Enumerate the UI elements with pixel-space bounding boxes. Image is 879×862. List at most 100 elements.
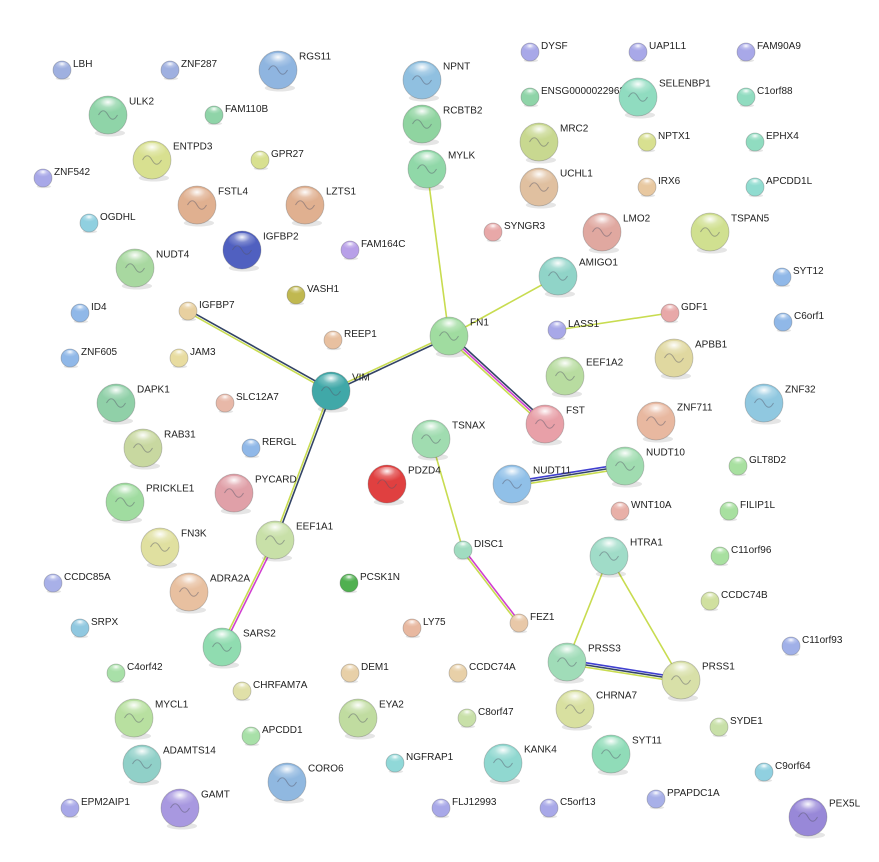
- node-ccdc74b[interactable]: CCDC74B: [700, 590, 768, 612]
- node-igfbp7[interactable]: IGFBP7: [178, 300, 235, 322]
- node-nudt10[interactable]: NUDT10: [605, 446, 685, 488]
- node-rgs11[interactable]: RGS11: [258, 50, 331, 92]
- node-irx6[interactable]: IRX6: [637, 176, 681, 198]
- node-znf287[interactable]: ZNF287: [160, 59, 218, 81]
- node-syngr3[interactable]: SYNGR3: [483, 221, 546, 243]
- node-syt12[interactable]: SYT12: [772, 266, 824, 288]
- node-coro6[interactable]: CORO6: [267, 762, 344, 804]
- node-jam3[interactable]: JAM3: [169, 347, 216, 369]
- node-fez1[interactable]: FEZ1: [509, 612, 555, 634]
- node-rcbtb2[interactable]: RCBTB2: [402, 104, 483, 146]
- node-apbb1[interactable]: APBB1: [654, 338, 728, 380]
- node-pcsk1n[interactable]: PCSK1N: [339, 572, 400, 594]
- node-kank4[interactable]: KANK4: [483, 743, 557, 785]
- node-prickle1[interactable]: PRICKLE1: [105, 482, 195, 524]
- node-ensg00000229631[interactable]: ENSG00000229631: [520, 86, 631, 108]
- node-ngfrap1[interactable]: NGFRAP1: [385, 752, 454, 774]
- node-srpx[interactable]: SRPX: [70, 617, 119, 639]
- node-nudt11[interactable]: NUDT11: [492, 464, 572, 506]
- node-selenbp1[interactable]: SELENBP1: [618, 77, 711, 119]
- node-sars2[interactable]: SARS2: [202, 627, 276, 669]
- node-apcdd1l[interactable]: APCDD1L: [745, 176, 813, 198]
- node-dem1[interactable]: DEM1: [340, 662, 389, 684]
- node-c1orf88[interactable]: C1orf88: [736, 86, 793, 108]
- node-fn1[interactable]: FN1: [429, 316, 489, 358]
- node-znf711[interactable]: ZNF711: [636, 401, 713, 443]
- node-fstl4[interactable]: FSTL4: [177, 185, 248, 227]
- node-pycard[interactable]: PYCARD: [214, 473, 297, 515]
- node-rab31[interactable]: RAB31: [123, 428, 196, 470]
- node-c11orf93[interactable]: C11orf93: [781, 635, 843, 657]
- node-npnt[interactable]: NPNT: [402, 60, 470, 102]
- node-flj12993[interactable]: FLJ12993: [431, 797, 497, 819]
- node-prss1[interactable]: PRSS1: [661, 660, 735, 702]
- node-znf542[interactable]: ZNF542: [33, 167, 91, 189]
- node-disc1[interactable]: DISC1: [453, 539, 504, 561]
- node-vim[interactable]: VIM: [311, 371, 370, 413]
- node-adamts14[interactable]: ADAMTS14: [122, 744, 216, 786]
- node-ly75[interactable]: LY75: [402, 617, 446, 639]
- node-prss3[interactable]: PRSS3: [547, 642, 621, 684]
- node-glt8d2[interactable]: GLT8D2: [728, 455, 786, 477]
- node-znf605[interactable]: ZNF605: [60, 347, 118, 369]
- node-amigo1[interactable]: AMIGO1: [538, 256, 618, 298]
- node-eef1a1[interactable]: EEF1A1: [255, 520, 334, 562]
- node-tspan5[interactable]: TSPAN5: [690, 212, 770, 254]
- node-wnt10a[interactable]: WNT10A: [610, 500, 672, 522]
- node-c5orf13[interactable]: C5orf13: [539, 797, 596, 819]
- node-lbh[interactable]: LBH: [52, 59, 92, 81]
- node-fam110b[interactable]: FAM110B: [204, 104, 268, 126]
- node-chrfam7a[interactable]: CHRFAM7A: [232, 680, 308, 702]
- node-mycl1[interactable]: MYCL1: [114, 698, 189, 740]
- node-c4orf42[interactable]: C4orf42: [106, 662, 163, 684]
- node-gdf1[interactable]: GDF1: [660, 302, 708, 324]
- node-gamt[interactable]: GAMT: [160, 788, 230, 830]
- node-pex5l[interactable]: PEX5L: [788, 797, 861, 839]
- node-entpd3[interactable]: ENTPD3: [132, 140, 213, 182]
- node-epm2aip1[interactable]: EPM2AIP1: [60, 797, 130, 819]
- node-c6orf1[interactable]: C6orf1: [773, 311, 824, 333]
- node-htra1[interactable]: HTRA1: [589, 536, 663, 578]
- node-c8orf47[interactable]: C8orf47: [457, 707, 514, 729]
- node-syde1[interactable]: SYDE1: [709, 716, 763, 738]
- node-chrna7[interactable]: CHRNA7: [555, 689, 638, 731]
- node-ppapdc1a[interactable]: PPAPDC1A: [646, 788, 720, 810]
- node-nptx1[interactable]: NPTX1: [637, 131, 691, 153]
- node-apcdd1[interactable]: APCDD1: [241, 725, 303, 747]
- node-ccdc85a[interactable]: CCDC85A: [43, 572, 111, 594]
- node-eef1a2[interactable]: EEF1A2: [545, 356, 624, 398]
- node-slc12a7[interactable]: SLC12A7: [215, 392, 279, 414]
- node-fam90a9[interactable]: FAM90A9: [736, 41, 801, 63]
- node-ccdc74a[interactable]: CCDC74A: [448, 662, 516, 684]
- node-fst[interactable]: FST: [525, 404, 585, 446]
- node-mrc2[interactable]: MRC2: [519, 122, 589, 164]
- node-reep1[interactable]: REEP1: [323, 329, 377, 351]
- node-nudt4[interactable]: NUDT4: [115, 248, 190, 290]
- node-c9orf64[interactable]: C9orf64: [754, 761, 811, 783]
- node-adra2a[interactable]: ADRA2A: [169, 572, 250, 614]
- node-ephx4[interactable]: EPHX4: [745, 131, 799, 153]
- node-id4[interactable]: ID4: [70, 302, 107, 324]
- node-mylk[interactable]: MYLK: [407, 149, 476, 191]
- node-znf32[interactable]: ZNF32: [744, 383, 816, 425]
- node-pdzd4[interactable]: PDZD4: [367, 464, 441, 506]
- node-fn3k[interactable]: FN3K: [140, 527, 207, 569]
- node-syt11[interactable]: SYT11: [591, 734, 662, 776]
- node-lmo2[interactable]: LMO2: [582, 212, 651, 254]
- node-ulk2[interactable]: ULK2: [88, 95, 154, 137]
- node-igfbp2[interactable]: IGFBP2: [222, 230, 299, 272]
- node-uap1l1[interactable]: UAP1L1: [628, 41, 687, 63]
- node-ogdhl[interactable]: OGDHL: [79, 212, 136, 234]
- node-dapk1[interactable]: DAPK1: [96, 383, 170, 425]
- node-lzts1[interactable]: LZTS1: [285, 185, 356, 227]
- node-eya2[interactable]: EYA2: [338, 698, 404, 740]
- node-c11orf96[interactable]: C11orf96: [710, 545, 772, 567]
- node-tsnax[interactable]: TSNAX: [411, 419, 486, 461]
- node-vash1[interactable]: VASH1: [286, 284, 339, 306]
- node-lass1[interactable]: LASS1: [547, 319, 600, 341]
- node-gpr27[interactable]: GPR27: [250, 149, 304, 171]
- node-dysf[interactable]: DYSF: [520, 41, 568, 63]
- node-uchl1[interactable]: UCHL1: [519, 167, 593, 209]
- node-filip1l[interactable]: FILIP1L: [719, 500, 775, 522]
- node-rergl[interactable]: RERGL: [241, 437, 297, 459]
